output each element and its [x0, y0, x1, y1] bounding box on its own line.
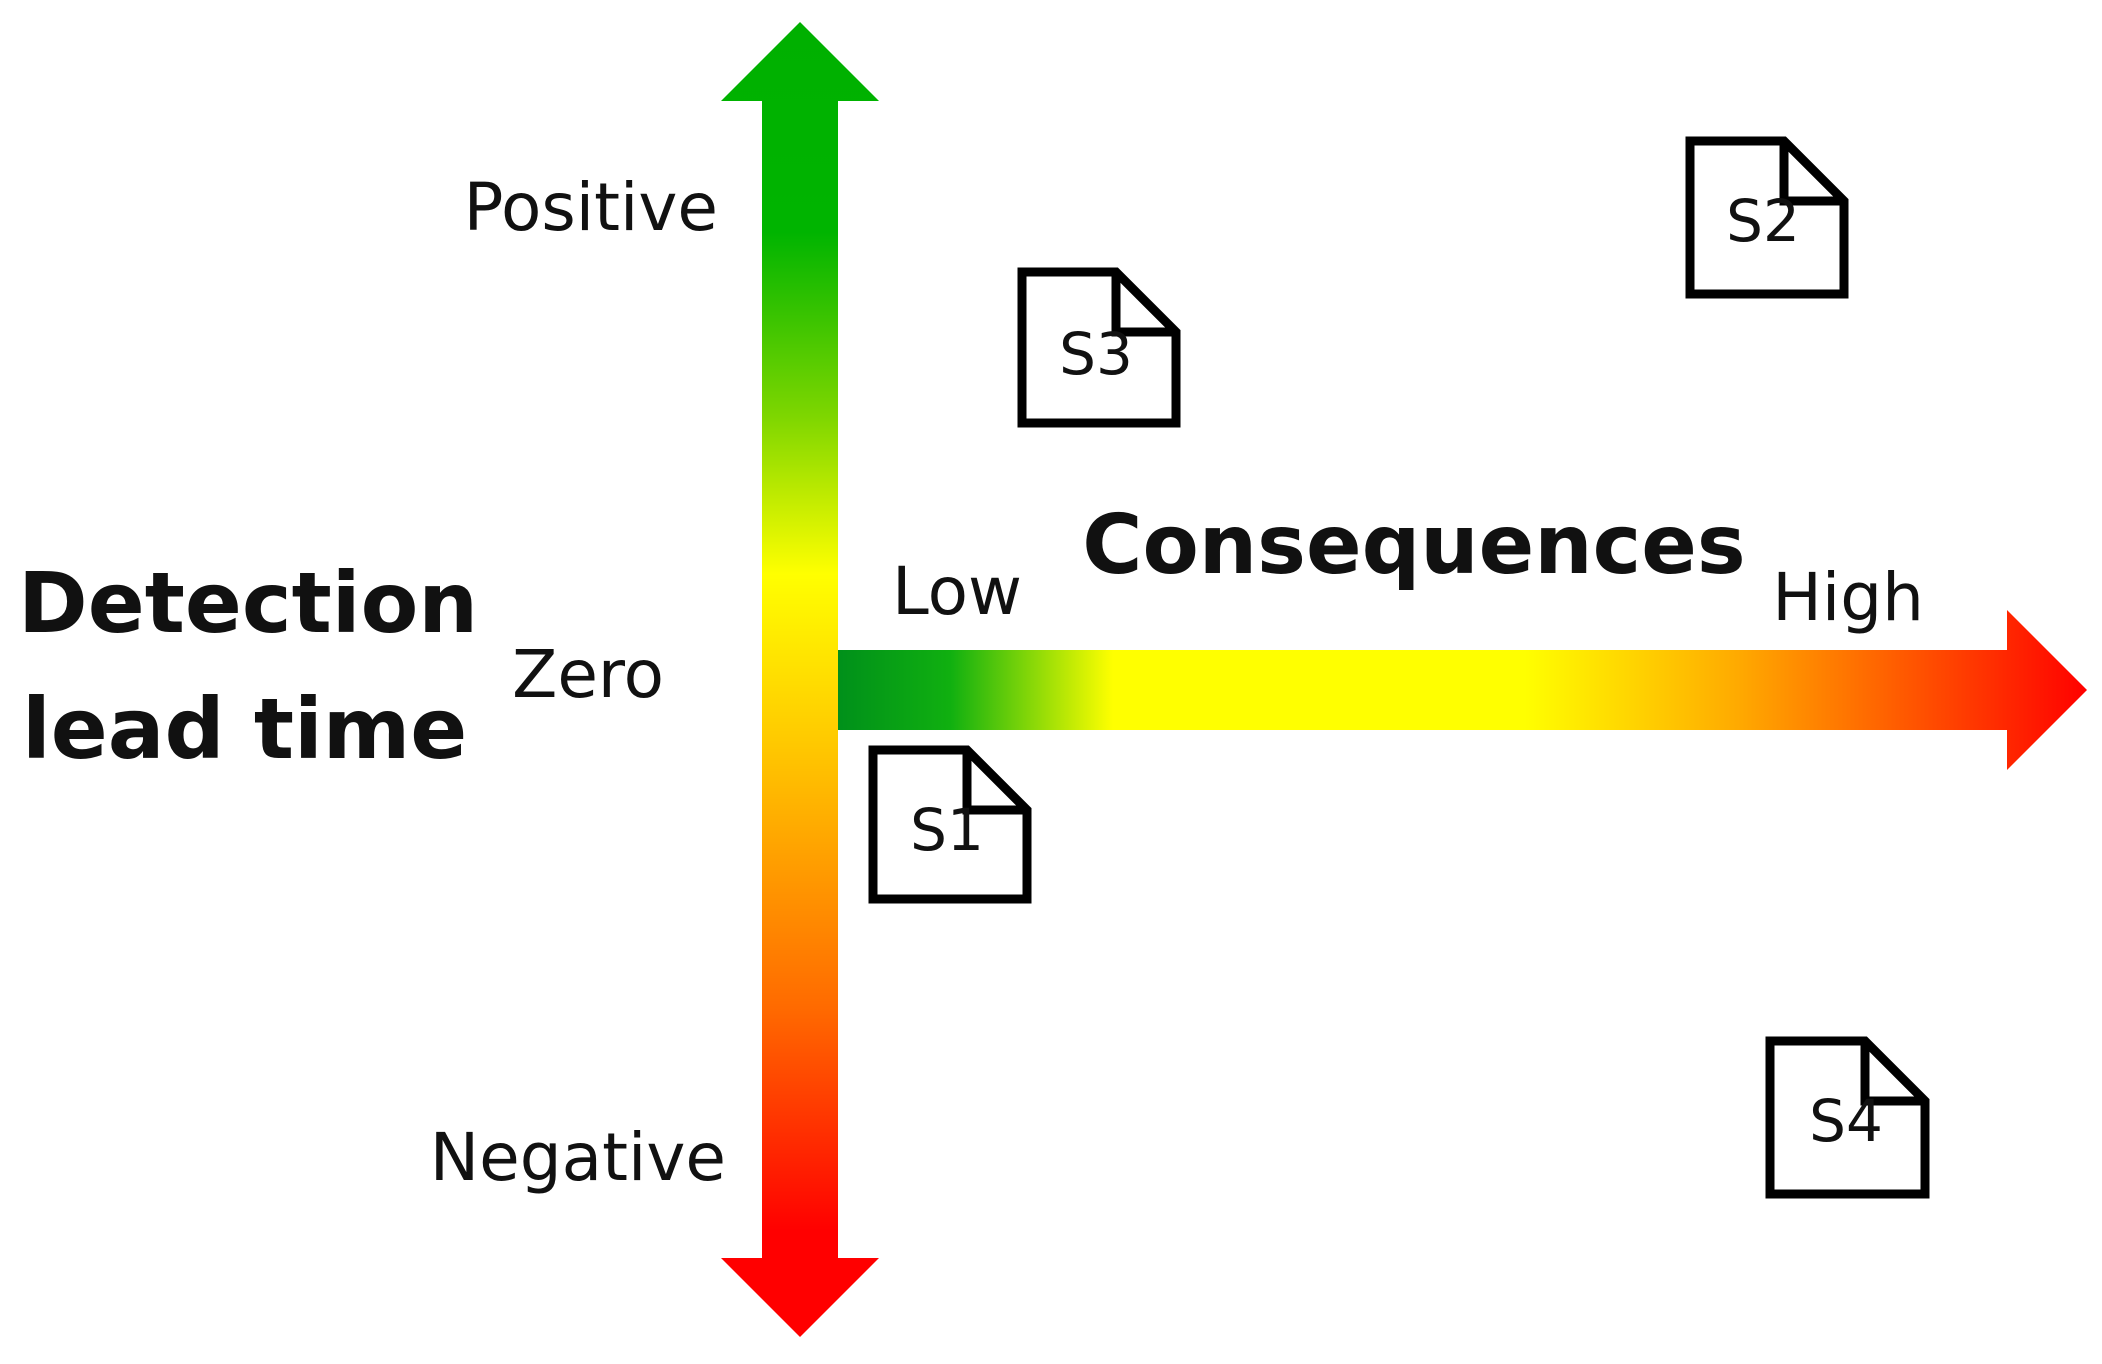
scenario-s1-document-icon: S1	[868, 745, 1032, 904]
scenario-s3-label: S3	[1059, 320, 1133, 388]
horizontal-label-low: Low	[892, 553, 1022, 630]
vertical-label-zero: Zero	[512, 636, 664, 713]
vertical-axis-title-line2: lead time	[22, 680, 467, 778]
scenario-s3-document-icon: S3	[1017, 267, 1181, 428]
scenario-s2-label: S2	[1726, 187, 1800, 255]
scenario-s1-label: S1	[910, 796, 984, 864]
horizontal-axis-arrow	[838, 610, 2087, 770]
scenario-s4-document-icon: S4	[1765, 1036, 1930, 1199]
scenario-s2-document-icon: S2	[1685, 136, 1849, 299]
vertical-axis-arrow	[721, 22, 879, 1337]
vertical-label-positive: Positive	[464, 169, 718, 246]
horizontal-axis-title: Consequences	[1082, 498, 1745, 593]
vertical-axis-title-line1: Detection	[18, 554, 478, 652]
horizontal-label-high: High	[1772, 559, 1924, 636]
vertical-label-negative: Negative	[430, 1119, 726, 1196]
scenario-s4-label: S4	[1809, 1087, 1883, 1155]
